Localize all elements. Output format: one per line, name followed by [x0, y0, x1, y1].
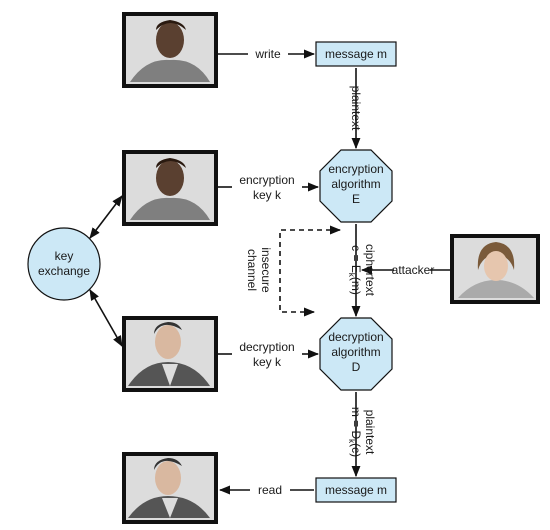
encryption-label-1: encryption	[328, 162, 383, 176]
enc-key-label-2: key k	[253, 188, 282, 202]
message-box-bottom: message m	[315, 477, 397, 503]
plaintext-formula: m = Dk(c)	[347, 407, 363, 457]
plaintext-top-label: plaintext	[349, 86, 363, 131]
write-label: write	[254, 47, 281, 61]
enc-key-label-1: encryption	[239, 173, 294, 187]
key-to-sender-arrow	[89, 195, 123, 239]
dec-key-label-1: decryption	[239, 340, 294, 354]
ciphertext-formula-main: c = E	[349, 245, 363, 273]
plaintext-formula-main: m = D	[349, 407, 363, 440]
sender-portrait-top	[122, 12, 218, 88]
sender-portrait-encrypt	[122, 150, 218, 226]
insecure-channel-arrow	[279, 225, 342, 317]
ciphertext-formula-tail: (m)	[349, 277, 363, 295]
key-exchange-label-2: exchange	[38, 264, 90, 278]
decryption-label-2: algorithm	[331, 345, 380, 359]
message-top-label: message m	[325, 47, 387, 61]
attacker-portrait	[450, 234, 540, 304]
ciphertext-formula: c = Ek(m)	[347, 245, 363, 295]
encryption-algorithm-node: encryption algorithm E	[319, 149, 393, 223]
insecure-label-2: channel	[245, 249, 259, 291]
message-bottom-label: message m	[325, 483, 387, 497]
ciphertext-formula-sub: k	[347, 273, 356, 278]
attacker-label: attacker	[392, 263, 435, 277]
message-box-top: message m	[315, 41, 397, 67]
plaintext-bottom-label: plaintext	[363, 410, 377, 455]
decryption-label-1: decryption	[328, 330, 383, 344]
decryption-label-3: D	[352, 360, 361, 374]
key-exchange-node: key exchange	[27, 227, 101, 301]
encryption-label-2: algorithm	[331, 177, 380, 191]
plaintext-formula-tail: (c)	[349, 443, 363, 457]
key-to-receiver-arrow	[89, 289, 123, 347]
decryption-algorithm-node: decryption algorithm D	[319, 317, 393, 391]
dec-key-label-2: key k	[253, 355, 282, 369]
receiver-portrait-decrypt	[122, 316, 218, 392]
insecure-label-1: insecure	[259, 247, 273, 293]
ciphertext-label-1: ciphertext	[363, 244, 377, 297]
key-exchange-label-1: key	[55, 249, 74, 263]
plaintext-formula-sub: k	[347, 439, 356, 444]
read-label: read	[258, 483, 282, 497]
encryption-label-3: E	[352, 192, 360, 206]
receiver-portrait-bottom	[122, 452, 218, 524]
